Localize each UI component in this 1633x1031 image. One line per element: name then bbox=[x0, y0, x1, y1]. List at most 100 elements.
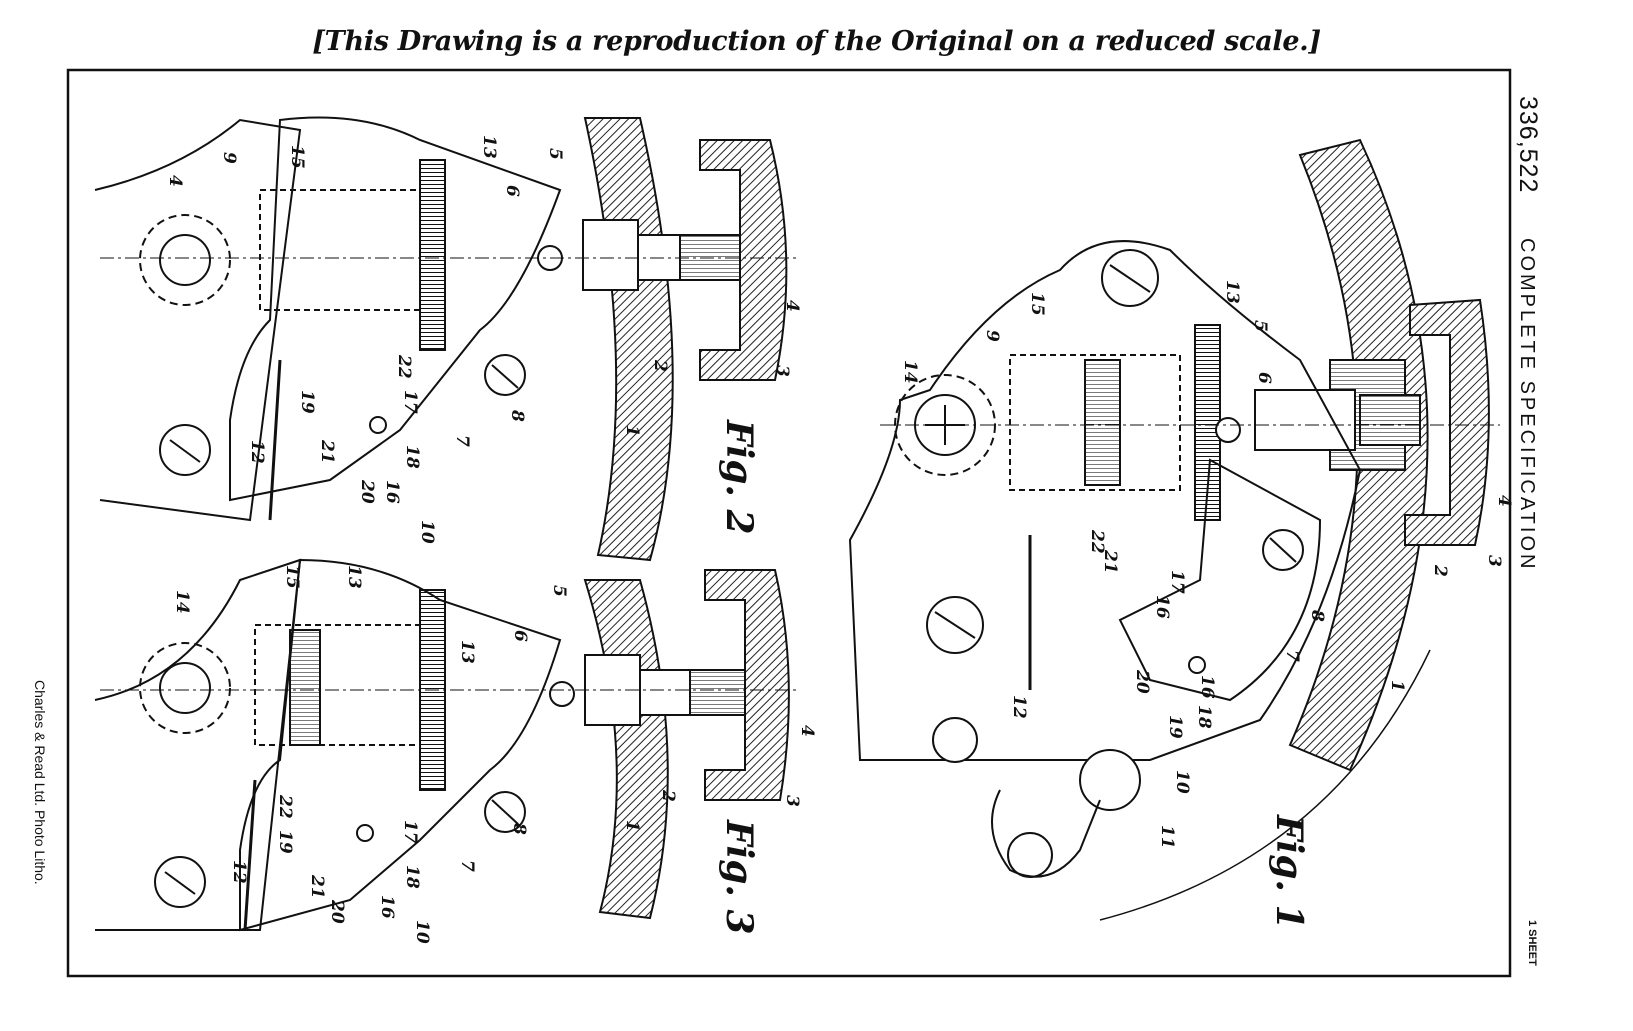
ref-numeral: 5 bbox=[545, 148, 565, 160]
fig1-thread bbox=[1359, 394, 1421, 446]
ref-numeral: 3 bbox=[782, 795, 802, 807]
fig2-pin-18 bbox=[369, 416, 387, 434]
ref-numeral: 16 bbox=[382, 480, 402, 504]
fig2-pivot-14-outer bbox=[139, 214, 231, 306]
drawing-border bbox=[66, 68, 1512, 978]
ref-numeral: 3 bbox=[1484, 555, 1504, 567]
fig-2-label: Fig. 2 bbox=[718, 420, 760, 535]
ref-numeral: 4 bbox=[1494, 495, 1514, 507]
ref-numeral: 6 bbox=[502, 185, 522, 197]
ref-numeral: 5 bbox=[1250, 320, 1270, 332]
ref-numeral: 17 bbox=[400, 390, 420, 414]
fig-3-label: Fig. 3 bbox=[718, 820, 760, 935]
ref-numeral: 14 bbox=[900, 360, 920, 384]
fig2-spring-body bbox=[259, 189, 421, 311]
fig1-arc bbox=[1099, 649, 1431, 921]
fig2-pivot-14 bbox=[159, 234, 211, 286]
fig3-spring-coil bbox=[289, 629, 321, 746]
ref-numeral: 7 bbox=[457, 860, 477, 872]
ref-numeral: 6 bbox=[1254, 372, 1274, 384]
ref-numeral: 10 bbox=[417, 520, 437, 544]
ref-numeral: 16 bbox=[1197, 675, 1217, 699]
ref-numeral: 11 bbox=[1157, 825, 1177, 849]
fig2-rim-segment bbox=[583, 117, 674, 562]
fig2-gear bbox=[419, 159, 446, 351]
ref-numeral: 1 bbox=[622, 425, 642, 437]
fig3-plate bbox=[94, 558, 302, 931]
fig3-pin-18 bbox=[356, 824, 374, 842]
fig1-pin-6 bbox=[1215, 417, 1241, 443]
ref-numeral: 19 bbox=[275, 830, 295, 854]
fig3-pin-6 bbox=[549, 681, 575, 707]
fig1-spring-body bbox=[1009, 354, 1181, 491]
figure-3 bbox=[94, 558, 800, 932]
fig3-thread bbox=[689, 669, 746, 716]
fig1-lever bbox=[1118, 458, 1322, 702]
ref-numeral: 15 bbox=[282, 565, 302, 589]
fig3-pivot-14 bbox=[159, 662, 211, 714]
ref-numeral: 1 bbox=[622, 820, 642, 832]
ref-numeral: 4 bbox=[797, 725, 817, 737]
ref-numeral: 19 bbox=[1165, 715, 1185, 739]
ref-numeral: 16 bbox=[377, 895, 397, 919]
ref-numeral: 15 bbox=[287, 145, 307, 169]
ref-numeral: 21 bbox=[307, 875, 327, 899]
printer-credit: Charles & Read Ltd. Photo Litho. bbox=[32, 680, 48, 885]
ref-numeral: 1 bbox=[1387, 680, 1407, 692]
ref-numeral: 14 bbox=[172, 590, 192, 614]
ref-numeral: 9 bbox=[982, 330, 1002, 342]
fig1-pivot-14-outer bbox=[894, 374, 996, 476]
ref-numeral: 10 bbox=[1172, 770, 1192, 794]
fig1-pivot-11 bbox=[1079, 749, 1141, 811]
ref-numeral: 13 bbox=[1222, 280, 1242, 304]
fig2-lever bbox=[229, 116, 562, 502]
fig1-hole bbox=[932, 717, 978, 763]
fig1-housing bbox=[1404, 298, 1490, 546]
ref-numeral: 12 bbox=[1009, 695, 1029, 719]
sheet-count: 1 SHEET bbox=[1526, 920, 1538, 966]
ref-numeral: 9 bbox=[219, 152, 239, 164]
fig3-housing bbox=[704, 569, 790, 801]
ref-numeral: 16 bbox=[1152, 595, 1172, 619]
specification-type: COMPLETE SPECIFICATION bbox=[1516, 238, 1538, 572]
fig1-link bbox=[991, 789, 1101, 878]
patent-number: 336,522 bbox=[1514, 96, 1542, 194]
ref-numeral: 8 bbox=[509, 823, 529, 835]
ref-numeral: 2 bbox=[658, 790, 678, 802]
ref-numeral: 15 bbox=[1027, 292, 1047, 316]
ref-numeral: 2 bbox=[1430, 565, 1450, 577]
ref-numeral: 12 bbox=[247, 440, 267, 464]
ref-numeral: 4 bbox=[782, 300, 802, 312]
ref-numeral: 21 bbox=[317, 440, 337, 464]
ref-numeral: 17 bbox=[400, 820, 420, 844]
fig3-gear bbox=[419, 589, 446, 791]
ref-numeral: 20 bbox=[357, 480, 377, 504]
ref-numeral: 8 bbox=[1307, 610, 1327, 622]
fig3-spring-body bbox=[254, 624, 421, 746]
ref-numeral: 17 bbox=[1167, 570, 1187, 594]
ref-numeral: 8 bbox=[507, 410, 527, 422]
fig1-screw-shaft bbox=[1254, 389, 1356, 451]
fig3-blade-12 bbox=[243, 779, 257, 931]
fig2-blade-12 bbox=[268, 359, 282, 521]
fig2-screw-8 bbox=[484, 354, 526, 396]
figure-2 bbox=[94, 116, 800, 562]
ref-numeral: 4 bbox=[165, 175, 185, 187]
fig1-pin-18 bbox=[1188, 656, 1206, 674]
ref-numeral: 18 bbox=[402, 865, 422, 889]
ref-numeral: 20 bbox=[327, 900, 347, 924]
fig2-plate bbox=[94, 118, 302, 522]
fig2-nut bbox=[582, 219, 639, 291]
ref-numeral: 3 bbox=[772, 365, 792, 377]
reproduction-caption: [This Drawing is a reproduction of the O… bbox=[312, 26, 1321, 57]
ref-numeral: 2 bbox=[650, 360, 670, 372]
ref-numeral: 13 bbox=[479, 135, 499, 159]
ref-numeral: 13 bbox=[344, 565, 364, 589]
fig-1-label: Fig. 1 bbox=[1268, 815, 1310, 930]
ref-numeral: 22 bbox=[394, 355, 414, 379]
ref-numeral: 6 bbox=[510, 630, 530, 642]
ref-numeral: 19 bbox=[297, 390, 317, 414]
ref-numeral: 12 bbox=[229, 860, 249, 884]
ref-numeral: 22 bbox=[275, 795, 295, 819]
